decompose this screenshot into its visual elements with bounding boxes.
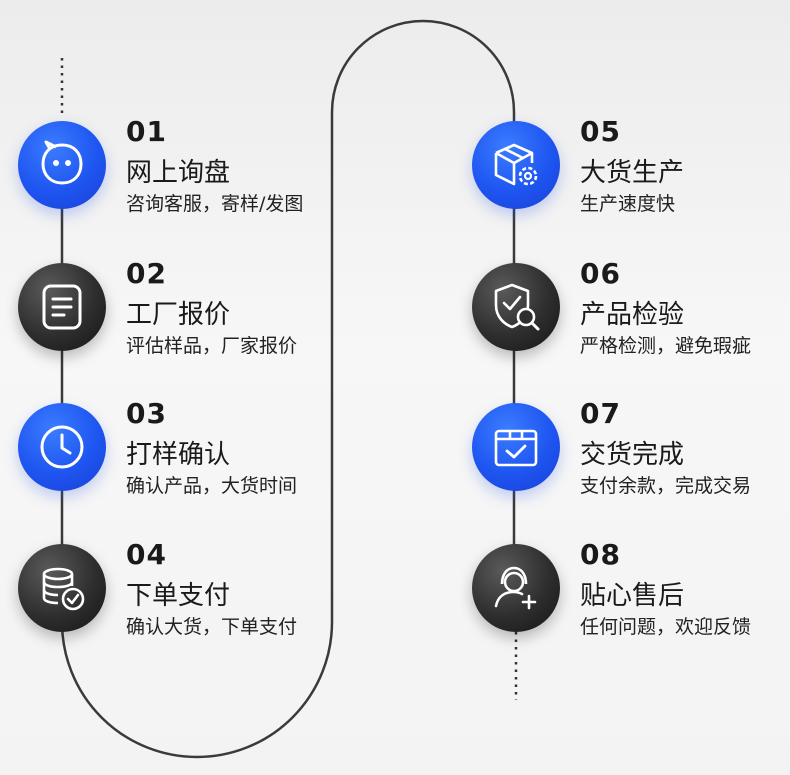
step-08: 08 贴心售后 任何问题，欢迎反馈 xyxy=(454,538,790,638)
step-03: 03 打样确认 确认产品，大货时间 xyxy=(0,397,380,497)
step-07-circle xyxy=(472,403,560,491)
step-number: 05 xyxy=(580,115,621,148)
step-subtitle: 评估样品，厂家报价 xyxy=(126,335,298,357)
step-08-circle xyxy=(472,544,560,632)
document-icon xyxy=(42,284,82,330)
step-07: 07 交货完成 支付余款，完成交易 xyxy=(454,397,790,497)
step-number: 06 xyxy=(580,257,621,290)
step-number: 03 xyxy=(126,397,167,430)
step-01: 01 网上询盘 咨询客服，寄样/发图 xyxy=(0,115,380,215)
step-number: 04 xyxy=(126,538,167,571)
chat-face-icon xyxy=(41,140,83,185)
step-06: 06 产品检验 严格检测，避免瑕疵 xyxy=(454,257,790,357)
step-number: 01 xyxy=(126,115,167,148)
step-title: 贴心售后 xyxy=(580,581,685,611)
step-title: 交货完成 xyxy=(580,440,685,470)
support-agent-icon xyxy=(494,566,537,610)
box-gear-icon xyxy=(494,143,538,186)
clock-icon xyxy=(40,425,84,469)
step-04-circle xyxy=(18,544,106,632)
step-title: 打样确认 xyxy=(126,440,231,470)
step-subtitle: 任何问题，欢迎反馈 xyxy=(580,616,752,638)
step-title: 工厂报价 xyxy=(126,300,231,330)
step-title: 大货生产 xyxy=(580,158,685,188)
step-01-circle xyxy=(18,121,106,209)
step-title: 网上询盘 xyxy=(126,158,231,188)
step-06-circle xyxy=(472,263,560,351)
step-subtitle: 严格检测，避免瑕疵 xyxy=(580,335,752,357)
step-subtitle: 支付余款，完成交易 xyxy=(580,475,752,497)
step-number: 08 xyxy=(580,538,621,571)
step-02-circle xyxy=(18,263,106,351)
step-number: 07 xyxy=(580,397,621,430)
step-title: 下单支付 xyxy=(126,581,231,611)
step-subtitle: 确认大货，下单支付 xyxy=(126,616,298,638)
step-title: 产品检验 xyxy=(580,300,685,330)
step-02: 02 工厂报价 评估样品，厂家报价 xyxy=(0,257,380,357)
database-check-icon xyxy=(42,567,85,611)
step-subtitle: 生产速度快 xyxy=(580,193,676,215)
step-04: 04 下单支付 确认大货，下单支付 xyxy=(0,538,380,638)
step-subtitle: 确认产品，大货时间 xyxy=(126,475,298,497)
step-05: 05 大货生产 生产速度快 xyxy=(454,115,790,215)
step-05-circle xyxy=(472,121,560,209)
shield-search-icon xyxy=(494,283,540,331)
step-03-circle xyxy=(18,403,106,491)
connector-path xyxy=(60,19,516,759)
step-subtitle: 咨询客服，寄样/发图 xyxy=(126,193,304,215)
step-number: 02 xyxy=(126,257,167,290)
box-check-icon xyxy=(494,429,538,467)
